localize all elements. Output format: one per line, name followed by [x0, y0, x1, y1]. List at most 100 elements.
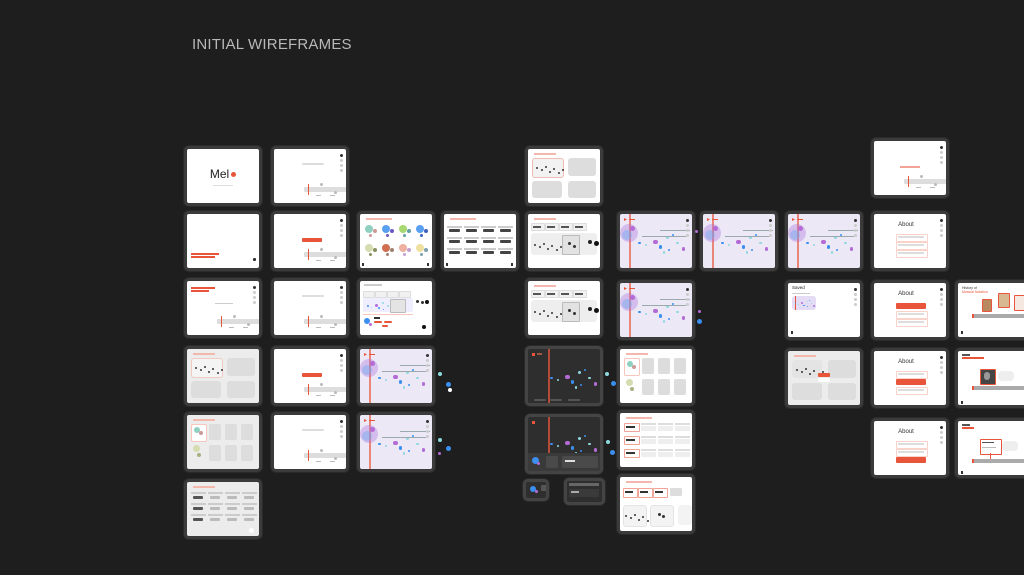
shape	[796, 369, 798, 371]
shape	[369, 323, 372, 326]
shape	[193, 518, 203, 521]
shape	[805, 241, 809, 245]
frame-waves-gray[interactable]	[184, 479, 262, 539]
frame-bubbles-white[interactable]	[617, 346, 695, 406]
shape	[575, 293, 583, 295]
frame-dark-small-1[interactable]	[523, 479, 549, 501]
frame-dark-2[interactable]	[525, 414, 603, 474]
shape	[813, 305, 815, 307]
shape	[210, 507, 220, 510]
shape	[637, 241, 641, 245]
frame-gallery-gray[interactable]	[184, 346, 262, 406]
frame-visual-5[interactable]	[700, 211, 778, 271]
shape	[366, 218, 392, 220]
frame-visual-4[interactable]	[617, 280, 695, 340]
frame-prompt[interactable]	[184, 278, 262, 338]
frame-note[interactable]	[955, 418, 1024, 478]
shape	[561, 226, 569, 228]
shape	[426, 369, 429, 372]
shape	[854, 229, 857, 232]
shape	[382, 371, 426, 372]
frame-dark-small-2[interactable]	[564, 478, 605, 505]
frame-about-3[interactable]: About	[871, 348, 949, 408]
shape	[225, 492, 240, 494]
shape	[940, 146, 943, 149]
frame-about-1[interactable]: About	[871, 211, 949, 271]
frame-visual-3[interactable]	[617, 211, 695, 271]
shape	[374, 317, 380, 319]
shape	[900, 166, 920, 168]
frame-about-timeline[interactable]	[871, 138, 949, 198]
shape	[498, 226, 513, 228]
shape	[561, 293, 569, 295]
shape	[622, 299, 632, 309]
shape	[369, 354, 375, 355]
frame-visual-6[interactable]	[785, 211, 863, 271]
frame-viz-1[interactable]	[525, 211, 603, 271]
frame-splash[interactable]: Mel	[184, 146, 262, 206]
frame-timeline-2[interactable]	[271, 211, 349, 271]
shape	[548, 349, 550, 403]
shape	[340, 154, 343, 157]
frame-visual-2[interactable]	[357, 412, 435, 472]
shape	[940, 224, 943, 227]
shape	[387, 291, 399, 298]
frame-mixed[interactable]	[357, 278, 435, 338]
shape	[896, 311, 928, 319]
frame-overlay[interactable]	[785, 348, 863, 408]
frame-timeline-1[interactable]	[271, 146, 349, 206]
shape	[634, 514, 636, 516]
shape	[574, 386, 578, 389]
frame-about-2[interactable]: About	[871, 280, 949, 340]
shape	[427, 263, 429, 266]
shape	[374, 321, 382, 323]
floating-note-dot	[438, 372, 442, 376]
shape	[481, 226, 496, 228]
frame-intro[interactable]	[184, 211, 262, 271]
frame-bubbles[interactable]	[357, 211, 435, 271]
shape	[896, 379, 926, 385]
frame-cards[interactable]	[525, 146, 603, 206]
frame-visual-1[interactable]	[357, 346, 435, 406]
shape	[543, 243, 545, 245]
shape	[940, 371, 943, 374]
shape	[916, 187, 921, 188]
shape	[562, 456, 598, 468]
shape	[658, 314, 663, 319]
shape	[227, 358, 255, 376]
frame-about-4[interactable]: About	[871, 418, 949, 478]
shape	[940, 161, 943, 164]
frame-timeline-3[interactable]	[271, 278, 349, 338]
shape	[568, 158, 596, 176]
frame-wave-cards[interactable]	[617, 410, 695, 470]
frame-viz-2[interactable]	[525, 278, 603, 338]
frame-viz-cards[interactable]	[617, 474, 695, 534]
shape	[570, 380, 575, 385]
shape	[466, 229, 477, 232]
shape	[340, 229, 343, 232]
frame-waves[interactable]	[441, 211, 519, 271]
shape	[974, 459, 1024, 463]
shape	[810, 303, 812, 305]
shape	[447, 248, 462, 250]
shape	[191, 287, 215, 289]
shape	[940, 229, 943, 232]
frame-saved[interactable]: Saved	[785, 280, 863, 340]
about-heading: About	[898, 429, 914, 435]
shape	[630, 517, 632, 519]
frame-timeline-5[interactable]	[271, 412, 349, 472]
shape	[530, 486, 536, 492]
shape	[854, 288, 857, 291]
shape	[406, 436, 410, 440]
shape	[974, 314, 1024, 318]
shape	[854, 234, 857, 237]
frame-bubbles-gray[interactable]	[184, 412, 262, 472]
shape	[849, 247, 854, 251]
shape	[641, 423, 656, 425]
frame-timeline-4[interactable]	[271, 346, 349, 406]
frame-person[interactable]	[955, 348, 1024, 408]
frame-dark-1[interactable]	[525, 346, 603, 406]
shape	[420, 253, 423, 256]
shape	[424, 229, 428, 233]
